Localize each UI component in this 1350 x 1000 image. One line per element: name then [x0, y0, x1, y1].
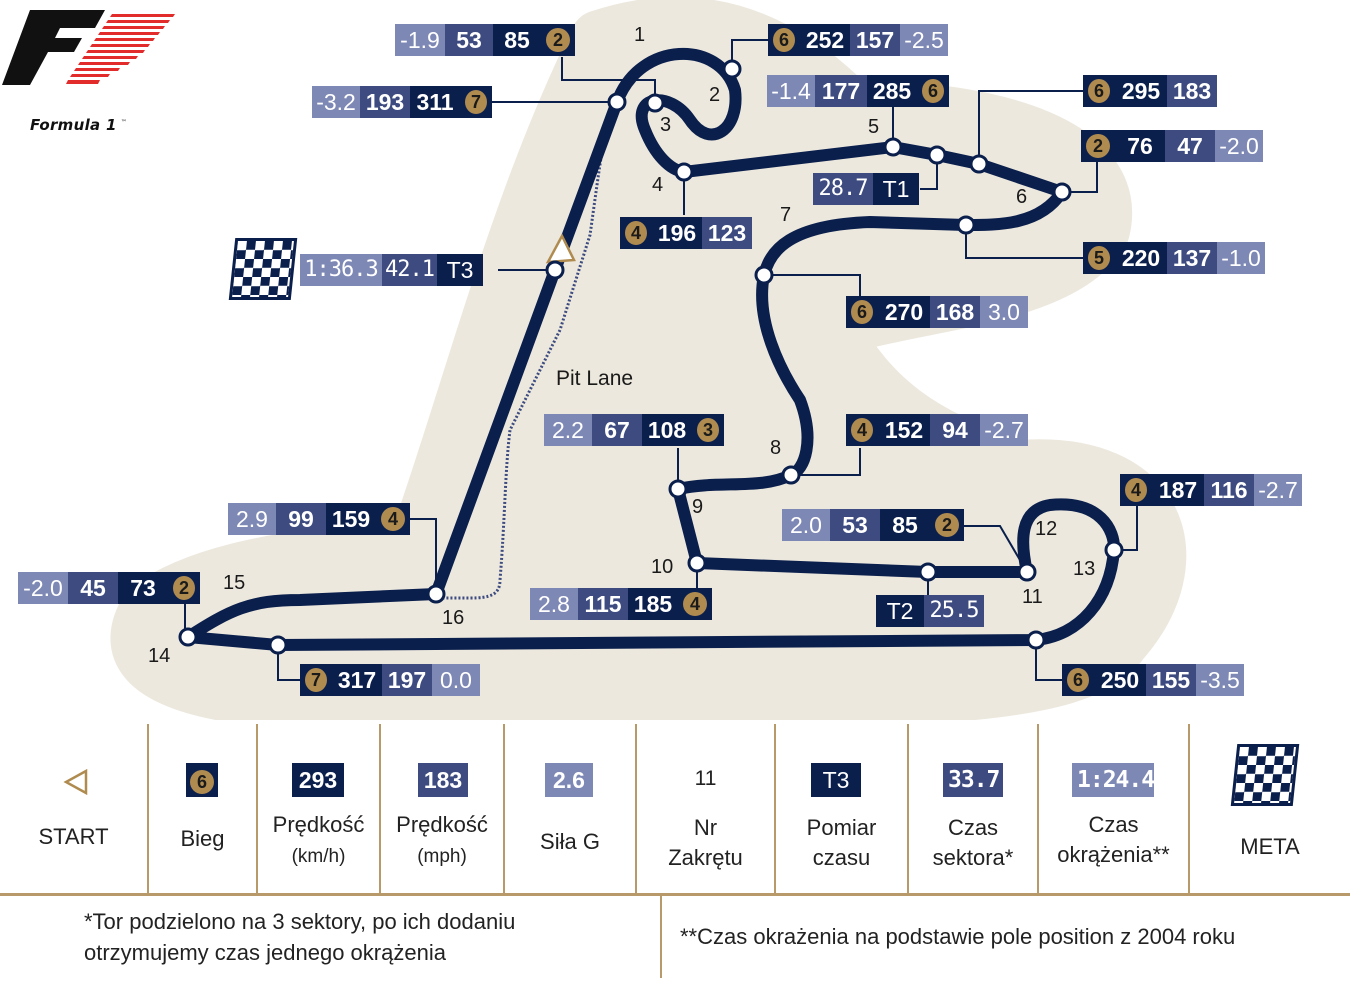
- turn-number-4: 4: [652, 174, 664, 196]
- turn8-data-box: 4 152 94 -2.7: [846, 414, 1028, 446]
- footnote-divider: [660, 896, 662, 978]
- t2-timing-box: T2 25.5: [876, 595, 984, 627]
- turn-number-8: 8: [770, 437, 782, 459]
- footnotes: *Tor podzielono na 3 sektory, po ich dod…: [0, 896, 1350, 1000]
- turn6-data-box: 2 76 47 -2.0: [1081, 130, 1263, 162]
- track-nodes: [178, 59, 1124, 655]
- gear-badge: 2: [935, 513, 959, 537]
- gear-badge: 6: [190, 770, 214, 794]
- gear-badge: 6: [1088, 79, 1110, 103]
- turn-number-11: 11: [1022, 586, 1043, 608]
- turn-number-10: 10: [651, 556, 674, 578]
- turn-number-7: 7: [780, 204, 792, 226]
- turn14-data-box: -2.0 45 73 2: [18, 572, 200, 604]
- start-triangle-icon: [63, 768, 88, 796]
- turn-number-16: 16: [442, 607, 465, 629]
- legend: START 6 Bieg 293 Prędkość(km/h) 183 Pręd…: [0, 724, 1350, 894]
- turn16-data-box: 2.9 99 159 4: [228, 503, 410, 535]
- legend-finish: META: [1190, 724, 1350, 894]
- turn9-data-box: 2.2 67 108 3: [544, 414, 724, 446]
- formula1-logo: [2, 10, 175, 85]
- turn7-data-box: 6 270 168 3.0: [846, 296, 1028, 328]
- gear-badge: 6: [773, 28, 795, 52]
- legend-divider: [0, 893, 1350, 896]
- legend-gear: 6 Bieg: [149, 724, 256, 894]
- footnote-lap-time: **Czas okrażenia na podstawie pole posit…: [680, 924, 1236, 949]
- turn2-data-box: 6 252 157 -2.5: [768, 24, 948, 56]
- gear-badge: 2: [173, 576, 195, 600]
- pit-lane-path: [436, 115, 610, 600]
- gear-badge: 4: [683, 592, 707, 616]
- gear-badge: 4: [381, 507, 405, 531]
- turn-number-9: 9: [692, 496, 704, 518]
- gear-badge: 2: [1086, 134, 1110, 158]
- turn-number-5: 5: [868, 116, 880, 138]
- gear-badge: 4: [625, 221, 647, 245]
- turn5-data-box: -1.4 177 285 6: [767, 75, 949, 107]
- finish-flag-icon: [1230, 744, 1300, 806]
- main-straight-data-box: 7 317 197 0.0: [300, 664, 480, 696]
- legend-speed-kmh: 293 Prędkość(km/h): [258, 724, 379, 894]
- start-marker-icon: [545, 233, 576, 264]
- turn10-data-box: 2.8 115 185 4: [530, 588, 712, 620]
- pit-lane-label: Pit Lane: [556, 367, 634, 390]
- gear-badge: 3: [697, 418, 719, 442]
- gear-badge: 4: [851, 418, 873, 442]
- turn-number-15: 15: [223, 572, 246, 594]
- turn1-entry-data-box: -3.2 193 311 7: [312, 86, 492, 118]
- turn11-data-box: 2.0 53 85 2: [782, 509, 964, 541]
- gear-badge: 2: [546, 28, 570, 52]
- gear-badge: 4: [1125, 478, 1147, 502]
- gear-badge: 7: [465, 90, 487, 114]
- turn6-entry-data-box: 6 295 183: [1083, 75, 1217, 107]
- t1-timing-box: 28.7 T1: [813, 173, 919, 205]
- turn-number-1: 1: [634, 24, 646, 46]
- turn13-exit-data-box: 6 250 155 -3.5: [1062, 664, 1244, 696]
- legend-g-force: 2.6 Siła G: [505, 724, 635, 894]
- turn13-data-box: 4 187 116 -2.7: [1120, 474, 1302, 506]
- turn4-data-box: 4 196 123: [620, 217, 752, 249]
- gear-badge: 5: [1088, 246, 1110, 270]
- gear-badge: 6: [922, 79, 944, 103]
- gear-badge: 7: [305, 668, 327, 692]
- legend-speed-mph: 183 Prędkość(mph): [381, 724, 503, 894]
- t3-timing-box: 1:36.3 42.1 T3: [300, 254, 483, 286]
- turn1-data-box: -1.9 53 85 2: [395, 24, 575, 56]
- turn-number-3: 3: [660, 114, 672, 136]
- turn7-entry-data-box: 5 220 137 -1.0: [1083, 242, 1265, 274]
- turn-number-14: 14: [148, 645, 171, 667]
- turn-number-6: 6: [1016, 186, 1028, 208]
- turn-number-2: 2: [709, 84, 721, 106]
- turn-number-13: 13: [1073, 558, 1096, 580]
- finish-flag-icon: [228, 238, 298, 300]
- turn-number-12: 12: [1035, 518, 1058, 540]
- gear-badge: 6: [1067, 668, 1089, 692]
- gear-badge: 6: [851, 300, 873, 324]
- footnote-sectors: *Tor podzielono na 3 sektory, po ich dod…: [84, 909, 516, 965]
- legend-start: START: [0, 724, 147, 894]
